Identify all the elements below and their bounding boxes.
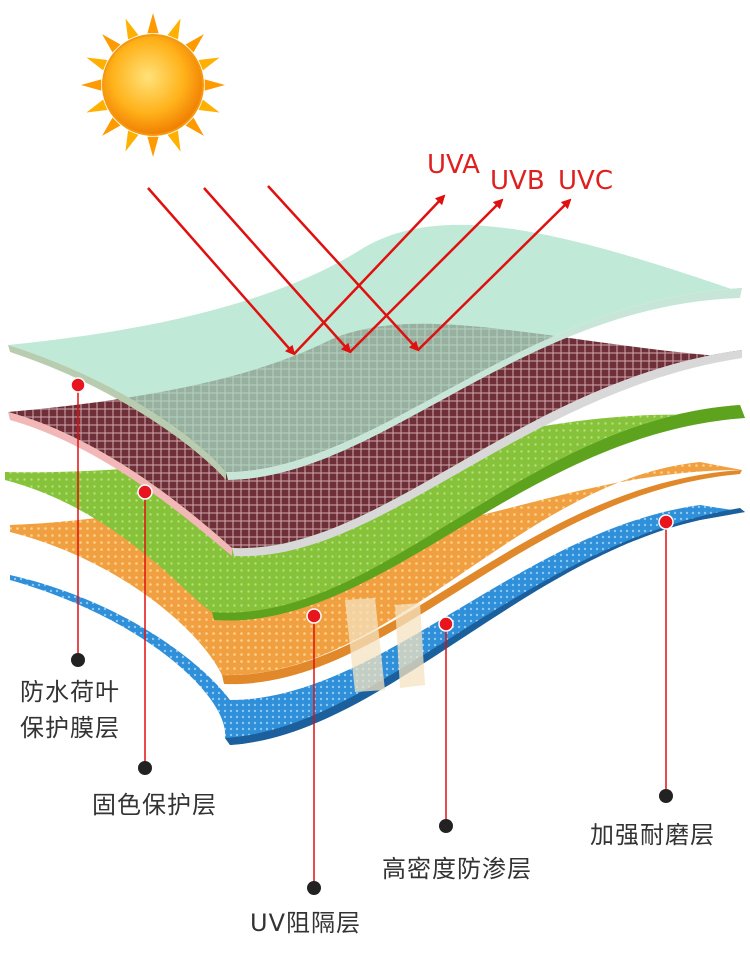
label-film-line2: 保护膜层: [20, 711, 120, 745]
sun-ray: [168, 18, 181, 39]
label-wear: 加强耐磨层: [590, 818, 715, 852]
label-film-line1: 防水荷叶: [20, 675, 120, 709]
sun-ray: [147, 13, 158, 33]
uvc-label: UVC: [558, 166, 613, 196]
sun-ray: [205, 79, 225, 90]
sun-ray: [147, 137, 158, 157]
callout-wear: [659, 515, 673, 803]
sun-ray: [81, 79, 101, 90]
sun-ray: [199, 57, 220, 70]
sun-ray: [125, 131, 138, 152]
label-seepage: 高密度防渗层: [382, 852, 532, 886]
uva-label: UVA: [427, 150, 480, 180]
sun-ray: [168, 131, 181, 152]
sun-ray: [125, 18, 138, 39]
label-uv-barrier: UV阻隔层: [250, 906, 361, 940]
uvb-label: UVB: [490, 166, 545, 196]
sun-ray: [86, 57, 107, 70]
sun-icon: [81, 13, 225, 157]
label-colorfix: 固色保护层: [92, 788, 217, 822]
sun-ray: [199, 100, 220, 113]
sun-ray: [86, 100, 107, 113]
